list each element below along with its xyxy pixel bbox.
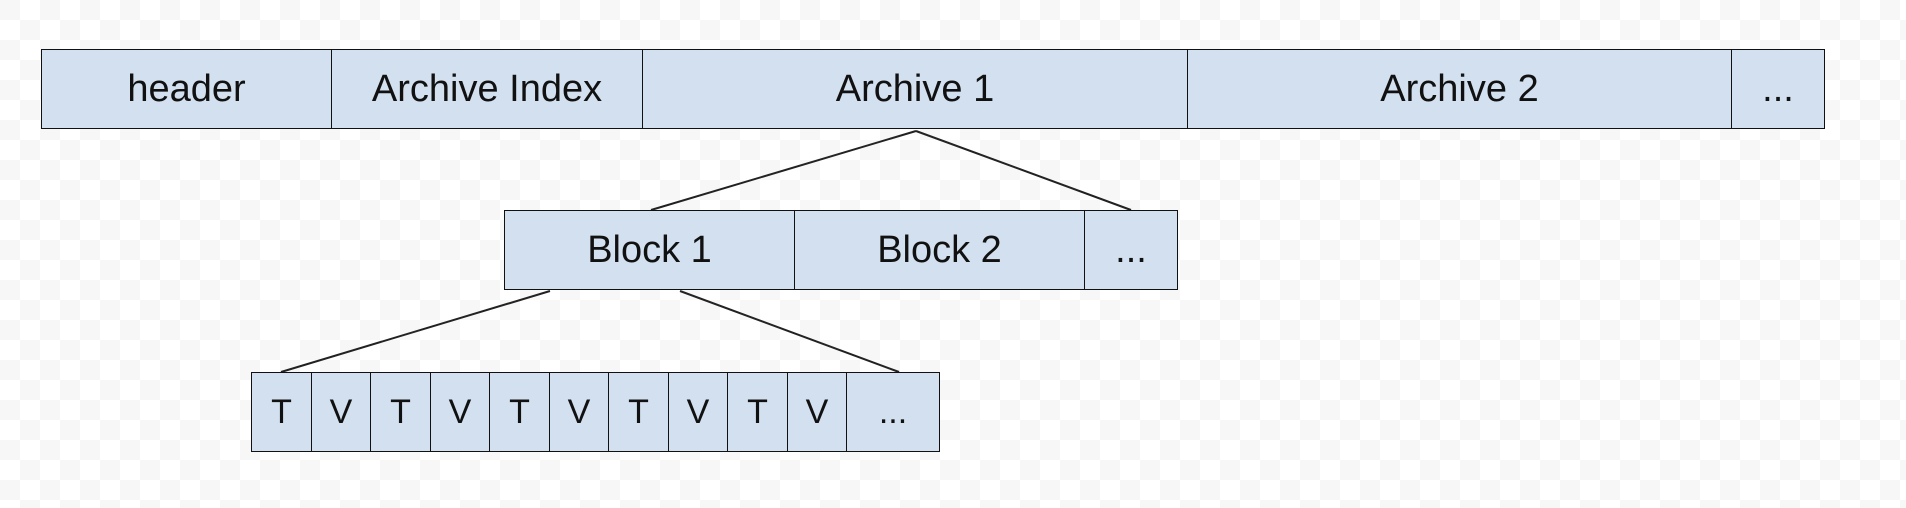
archive-layout-row: Block 1 Block 2 ...: [504, 210, 1178, 290]
block-entry-v: V: [667, 372, 729, 452]
block1-left-connector: [280, 290, 551, 373]
archive-2-cell: Archive 2: [1186, 49, 1733, 129]
block-2-cell: Block 2: [793, 210, 1086, 290]
file-ellipsis-cell: ...: [1731, 49, 1825, 129]
header-cell: header: [41, 49, 332, 129]
block-entry-t: T: [608, 372, 669, 452]
block-1-cell: Block 1: [504, 210, 795, 290]
block-entry-t: T: [370, 372, 431, 452]
archive-index-cell: Archive Index: [330, 49, 644, 129]
block-entry-v: V: [548, 372, 610, 452]
block-entry-v: V: [786, 372, 848, 452]
block-entry-v: V: [429, 372, 491, 452]
archive-ellipsis-cell: ...: [1084, 210, 1178, 290]
archive1-left-connector: [650, 130, 917, 211]
block-layout-row: T V T V T V T V T V ...: [251, 372, 940, 452]
archive-1-cell: Archive 1: [642, 49, 1188, 129]
archive1-right-connector: [915, 130, 1132, 211]
file-layout-row: header Archive Index Archive 1 Archive 2…: [41, 49, 1825, 129]
block1-right-connector: [679, 290, 900, 373]
block-entry-t: T: [727, 372, 788, 452]
block-ellipsis-cell: ...: [846, 372, 940, 452]
block-entry-v: V: [310, 372, 372, 452]
block-entry-t: T: [489, 372, 550, 452]
block-entry-t: T: [251, 372, 312, 452]
